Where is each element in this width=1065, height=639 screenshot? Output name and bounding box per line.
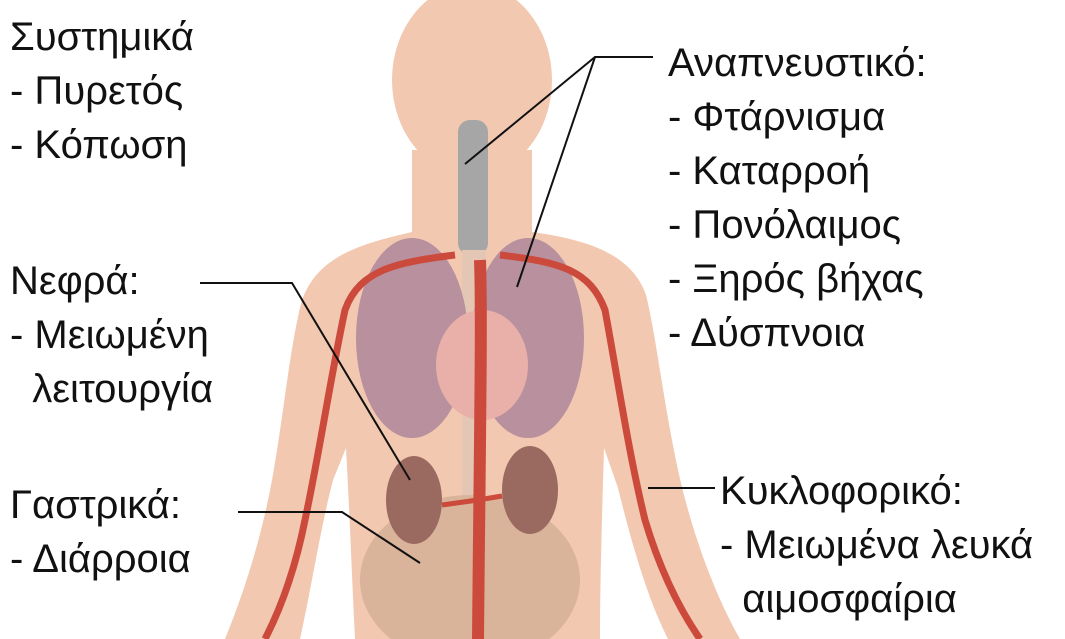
circulatory-item-blood-cells: αιμοσφαίρια [720,572,1033,626]
respiratory-item-dyspnea: - Δύσπνοια [668,306,927,360]
kidneys-item-reduced: - Μειωμένη [10,308,213,362]
respiratory-item-runny-nose: - Καταρροή [668,144,927,198]
right-kidney [502,446,558,534]
left-kidney [386,456,442,544]
trachea [458,120,488,255]
systemic-title: Συστημικά [10,10,194,64]
systemic-symptoms-group: Συστημικά - Πυρετός - Κόπωση [10,10,194,172]
gastric-title: Γαστρικά: [10,478,191,532]
gastric-item-diarrhea: - Διάρροια [10,532,191,586]
circulatory-item-reduced-white: - Μειωμένα λευκά [720,518,1033,572]
circulatory-symptoms-group: Κυκλοφορικό: - Μειωμένα λευκά αιμοσφαίρι… [720,464,1033,626]
respiratory-title: Αναπνευστικό: [668,36,927,90]
circulatory-title: Κυκλοφορικό: [720,464,1033,518]
respiratory-item-sneezing: - Φτάρνισμα [668,90,927,144]
respiratory-symptoms-group: Αναπνευστικό: - Φτάρνισμα - Καταρροή - Π… [668,36,927,360]
gastric-symptoms-group: Γαστρικά: - Διάρροια [10,478,191,586]
systemic-item-fever: - Πυρετός [10,64,194,118]
respiratory-item-dry-cough: - Ξηρός βήχας [668,252,927,306]
kidney-symptoms-group: Νεφρά: - Μειωμένη λειτουργία [10,254,213,416]
kidneys-title: Νεφρά: [10,254,213,308]
respiratory-item-sore-throat: - Πονόλαιμος [668,198,927,252]
kidneys-item-function: λειτουργία [10,362,213,416]
systemic-item-fatigue: - Κόπωση [10,118,194,172]
aorta [478,260,481,639]
